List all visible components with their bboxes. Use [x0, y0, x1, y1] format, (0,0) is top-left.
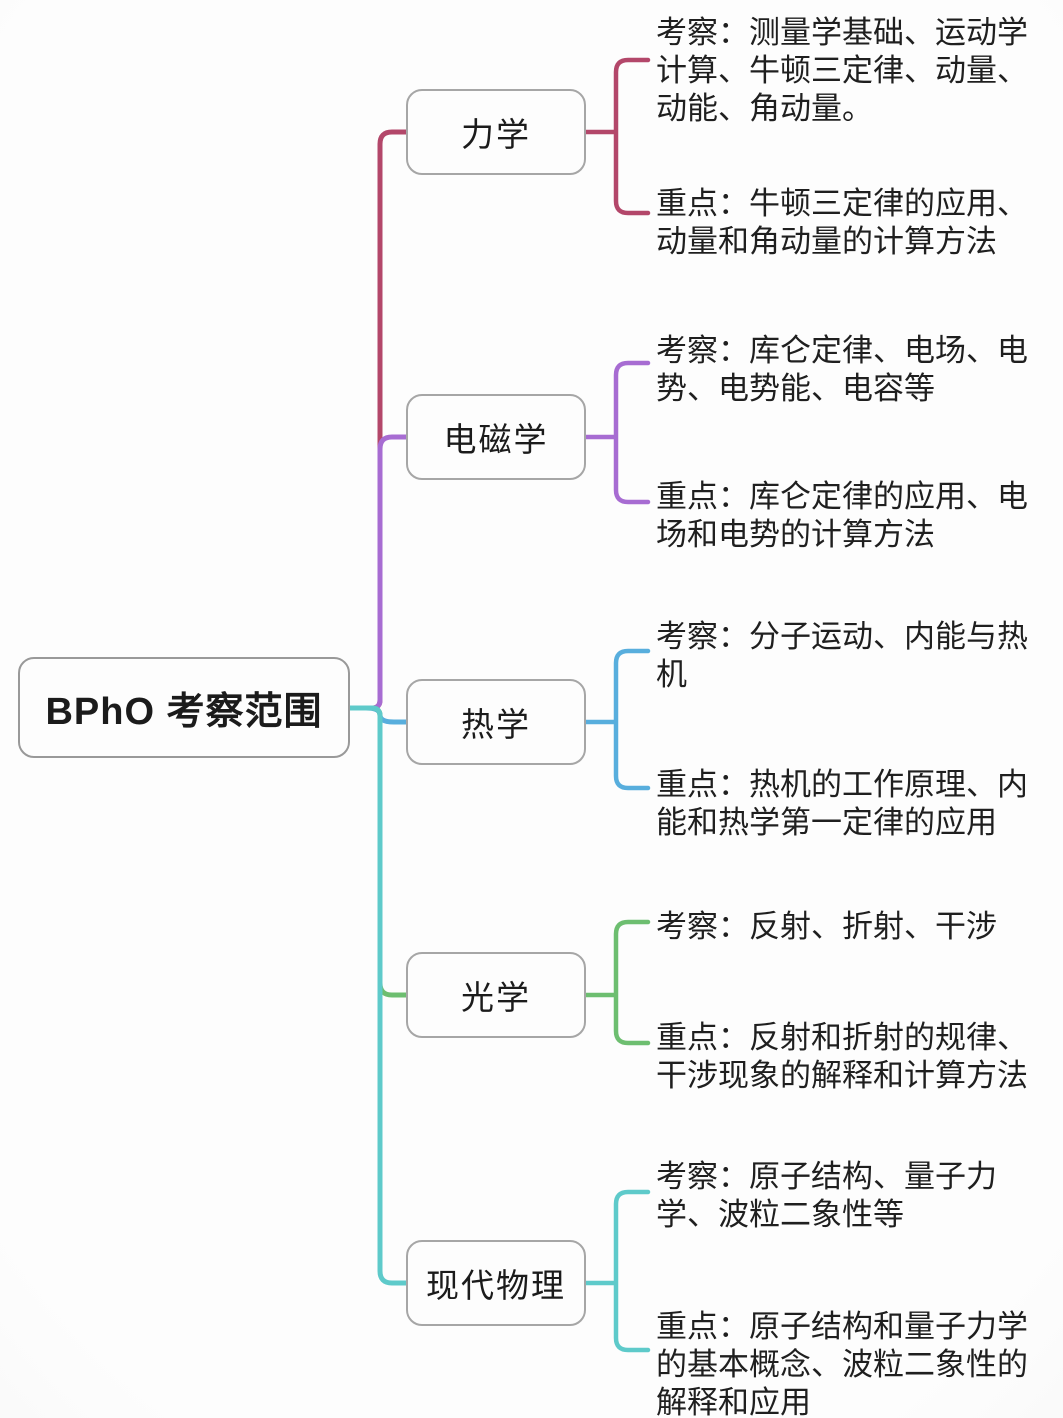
branch-node-mechanics[interactable]: 力学 [406, 89, 586, 175]
connector-optics [345, 705, 409, 998]
leaf-modern-physics-exam[interactable]: 考察：原子结构、量子力 学、波粒二象性等 [656, 1159, 997, 1232]
root-node[interactable]: BPhO 考察范围 [18, 657, 350, 758]
bracket-optics [583, 919, 651, 1046]
connector-electromagnetism [345, 434, 409, 711]
connector-mechanics [345, 129, 409, 711]
connector-modern-physics [345, 705, 409, 1286]
leaf-mechanics-focus[interactable]: 重点：牛顿三定律的应用、 动量和角动量的计算方法 [656, 186, 1028, 259]
leaf-thermodynamics-focus[interactable]: 重点：热机的工作原理、内 能和热学第一定律的应用 [656, 767, 1028, 840]
branch-node-modern-physics[interactable]: 现代物理 [406, 1240, 586, 1326]
leaf-electromagnetism-focus[interactable]: 重点：库仑定律的应用、电 场和电势的计算方法 [656, 479, 1028, 552]
bracket-mechanics [583, 57, 651, 216]
branch-node-thermodynamics[interactable]: 热学 [406, 679, 586, 765]
branch-node-optics[interactable]: 光学 [406, 952, 586, 1038]
bracket-electromagnetism [583, 360, 651, 505]
leaf-modern-physics-focus[interactable]: 重点：原子结构和量子力学 的基本概念、波粒二象性的 解释和应用 [656, 1309, 1028, 1418]
branch-label-modern-physics: 现代物理 [426, 1267, 566, 1304]
branch-label-mechanics: 力学 [461, 116, 531, 153]
branch-label-thermodynamics: 热学 [461, 706, 531, 743]
leaf-thermodynamics-exam[interactable]: 考察：分子运动、内能与热 机 [656, 619, 1028, 692]
root-label: BPhO 考察范围 [45, 691, 323, 733]
branch-label-optics: 光学 [461, 979, 531, 1016]
branch-node-electromagnetism[interactable]: 电磁学 [406, 394, 586, 480]
leaf-optics-exam[interactable]: 考察：反射、折射、干涉 [656, 909, 997, 944]
leaf-mechanics-exam[interactable]: 考察：测量学基础、运动学 计算、牛顿三定律、动量、 动能、角动量。 [656, 15, 1028, 126]
branch-label-electromagnetism: 电磁学 [443, 421, 549, 458]
bracket-thermodynamics [583, 648, 651, 791]
leaf-optics-focus[interactable]: 重点：反射和折射的规律、 干涉现象的解释和计算方法 [656, 1020, 1028, 1093]
leaf-electromagnetism-exam[interactable]: 考察：库仑定律、电场、电 势、电势能、电容等 [656, 333, 1028, 406]
bracket-modern-physics [583, 1189, 651, 1353]
connector-thermodynamics [345, 705, 409, 725]
